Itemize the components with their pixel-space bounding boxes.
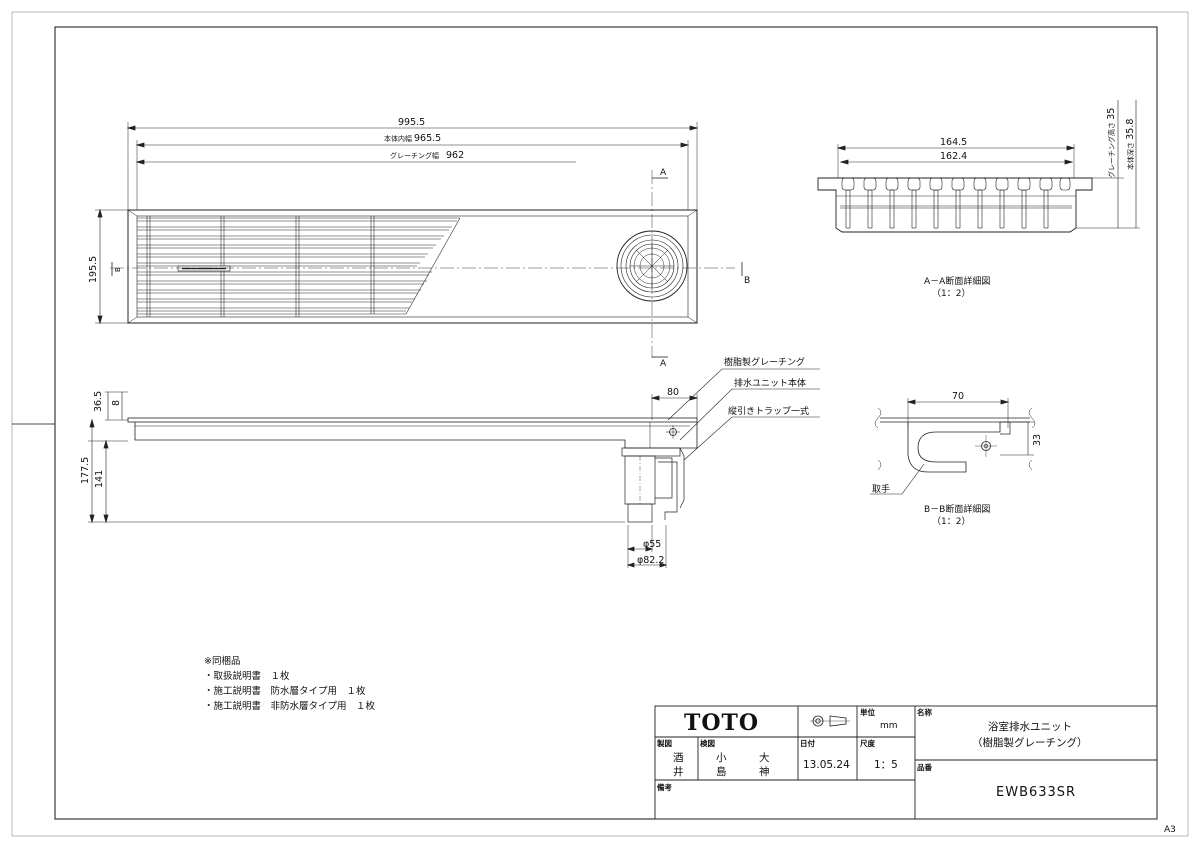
name-label: 名称 xyxy=(917,707,932,717)
dim-diameter-outer: φ82.2 xyxy=(637,555,664,566)
section-bb: 70 33 取手 B－B断面詳細図 （1：2） xyxy=(870,391,1043,527)
checked-by-3: 大 xyxy=(759,751,770,764)
aa-grating-bars xyxy=(841,177,1071,229)
drawing-frame xyxy=(54,26,1158,820)
notes-item: ・施工説明書 非防水層タイプ用 １枚 xyxy=(204,701,376,712)
remarks-label: 備考 xyxy=(657,782,672,792)
dim-total-depth: 177.5 xyxy=(80,457,91,484)
notes-heading: ※同梱品 xyxy=(204,656,241,667)
scale-value: 1：5 xyxy=(874,759,898,771)
aa-body-depth: 35.8 xyxy=(1125,119,1136,140)
projection-symbol-icon xyxy=(810,715,850,727)
section-bb-scale: （1：2） xyxy=(932,516,970,527)
included-items-notes: ※同梱品 ・取扱説明書 １枚 ・施工説明書 防水層タイプ用 １枚 ・施工説明書 … xyxy=(204,654,375,714)
dim-unit-width: 80 xyxy=(667,387,679,398)
section-aa: 164.5 162.4 グレーチング高さ 35 本体深さ 35.8 xyxy=(817,100,1140,299)
dim-aa-width-inner: 162.4 xyxy=(940,151,967,162)
part-no-label: 品番 xyxy=(917,762,932,772)
section-aa-title: A－A断面詳細図 xyxy=(924,275,990,287)
part-no-value: EWB633SR xyxy=(996,785,1076,800)
date-label: 日付 xyxy=(800,738,815,748)
callout-drain-body: 排水ユニット本体 xyxy=(734,377,806,389)
dim-top-overall: 36.5 xyxy=(93,391,104,412)
product-name-line2: （樹脂製グレーチング） xyxy=(972,736,1088,749)
section-bb-title: B－B断面詳細図 xyxy=(924,503,990,515)
trap-assembly xyxy=(621,447,685,523)
dim-bb-width: 70 xyxy=(952,391,964,402)
notes-item: ・取扱説明書 １枚 xyxy=(204,671,290,682)
bb-handle-body xyxy=(907,422,1001,473)
product-name-line1: 浴室排水ユニット xyxy=(988,720,1072,733)
outer-border xyxy=(11,11,1189,837)
notes-item: ・施工説明書 防水層タイプ用 １枚 xyxy=(204,686,366,697)
drawn-by-1: 酒 xyxy=(673,751,684,764)
checked-by-4: 神 xyxy=(759,765,770,778)
marker-a-bottom: A xyxy=(660,359,667,369)
unit-label: 単位 xyxy=(860,707,875,717)
drain-strainer xyxy=(616,230,688,302)
dim-aa-grating-height: グレーチング高さ 35 xyxy=(1106,108,1117,178)
aa-body-depth-label: 本体深さ xyxy=(1126,142,1135,170)
bb-handle-label: 取手 xyxy=(872,483,890,495)
dim-lower-depth: 141 xyxy=(94,470,105,488)
callout-resin-grating: 樹脂製グレーチング xyxy=(724,356,805,368)
checked-by-2: 島 xyxy=(716,765,727,778)
toto-logo: TOTO xyxy=(684,710,759,736)
plan-view: 995.5 本体内幅 965.5 グレーチング幅 962 195.5 xyxy=(88,117,750,369)
marker-a-top: A xyxy=(660,168,667,178)
drawn-by-2: 井 xyxy=(673,765,684,778)
marker-b-left: B xyxy=(114,267,122,272)
dim-diameter-inner: φ55 xyxy=(643,539,661,550)
dim-inner-width-label: 本体内幅 xyxy=(384,134,412,143)
dim-aa-body-depth: 本体深さ 35.8 xyxy=(1125,119,1136,170)
section-aa-scale: （1：2） xyxy=(932,288,970,299)
side-body xyxy=(134,422,698,449)
marker-b-right: B xyxy=(744,276,750,286)
dim-grating-width: 962 xyxy=(446,150,464,161)
checked-label: 検図 xyxy=(700,738,715,748)
checked-by-1: 小 xyxy=(716,752,727,764)
callout-trap: 縦引きトラップ一式 xyxy=(728,405,809,417)
side-grating-plate xyxy=(127,417,698,423)
dim-aa-width-outer: 164.5 xyxy=(940,137,967,148)
aa-body-outline xyxy=(817,177,1093,233)
unit-value: mm xyxy=(880,721,898,731)
date-value: 13.05.24 xyxy=(803,759,850,771)
aa-grating-height: 35 xyxy=(1106,108,1117,120)
dim-height: 195.5 xyxy=(88,256,99,283)
sheet-size: A3 xyxy=(1164,825,1176,835)
scale-label: 尺度 xyxy=(860,738,875,748)
side-view: 36.5 8 177.5 141 80 xyxy=(80,356,820,568)
dim-bb-height: 33 xyxy=(1032,434,1043,446)
dim-grating-width-label: グレーチング幅 xyxy=(390,151,439,160)
dim-top-plate: 8 xyxy=(111,400,122,406)
plan-body-outer xyxy=(127,209,698,324)
aa-grating-height-label: グレーチング高さ xyxy=(1107,122,1116,178)
title-block xyxy=(654,705,1158,820)
grating-slats xyxy=(137,216,461,317)
plan-body-inner xyxy=(136,215,689,318)
dim-inner-width: 965.5 xyxy=(414,133,441,144)
drawn-label: 製図 xyxy=(656,738,672,748)
dim-overall-length: 995.5 xyxy=(398,117,425,128)
